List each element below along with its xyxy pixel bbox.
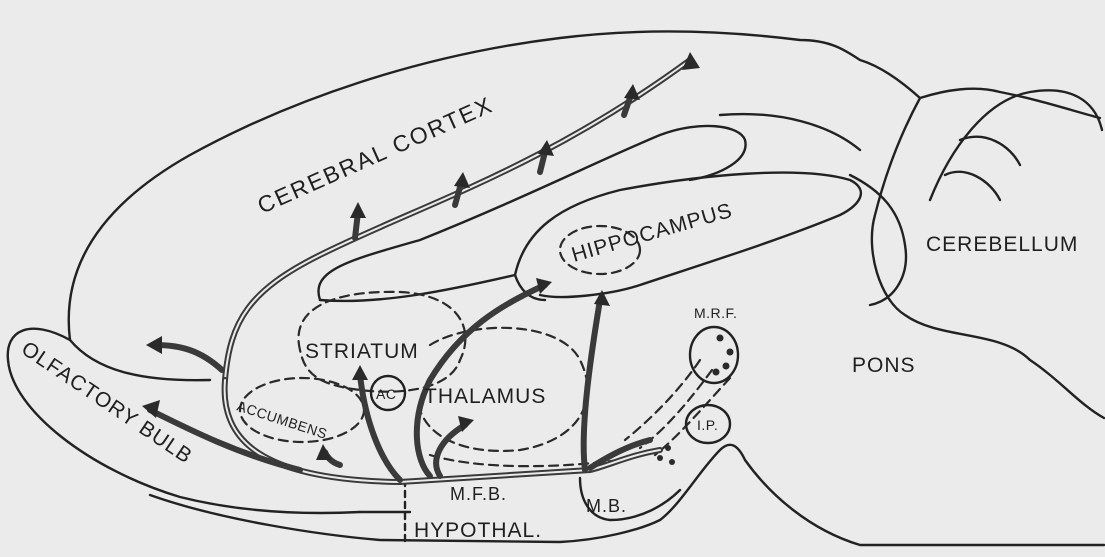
label-mfb: M.F.B. <box>450 484 507 504</box>
label-cerebral-cortex: CEREBRAL CORTEX <box>253 91 496 218</box>
label-thalamus: THALAMUS <box>424 385 546 408</box>
label-mb: M.B. <box>586 496 627 516</box>
label-striatum: STRIATUM <box>305 340 419 363</box>
hippocampus-outline <box>320 173 861 301</box>
label-olfactory-bulb: OLFACTORY BULB <box>17 337 196 468</box>
label-pons: PONS <box>852 354 916 377</box>
cerebellum-outline <box>930 90 1102 200</box>
label-accumbens: ACCUMBENS <box>235 398 329 442</box>
brain-outline <box>69 31 1100 340</box>
label-hypothal: HYPOTHAL. <box>414 519 542 542</box>
label-ip: I.P. <box>697 417 718 433</box>
label-ac: AC <box>376 386 396 402</box>
label-hippocampus: HIPPOCAMPUS <box>569 199 735 267</box>
olfactory-bulb-inner <box>70 340 210 380</box>
label-mrf: M.R.F. <box>694 305 737 321</box>
midbrain-curve <box>850 175 906 305</box>
label-cerebellum: CEREBELLUM <box>926 233 1078 256</box>
mfb-fibers <box>142 278 660 482</box>
cerebellum-folia <box>945 137 1020 200</box>
cortex-inner-boundary <box>720 114 860 150</box>
